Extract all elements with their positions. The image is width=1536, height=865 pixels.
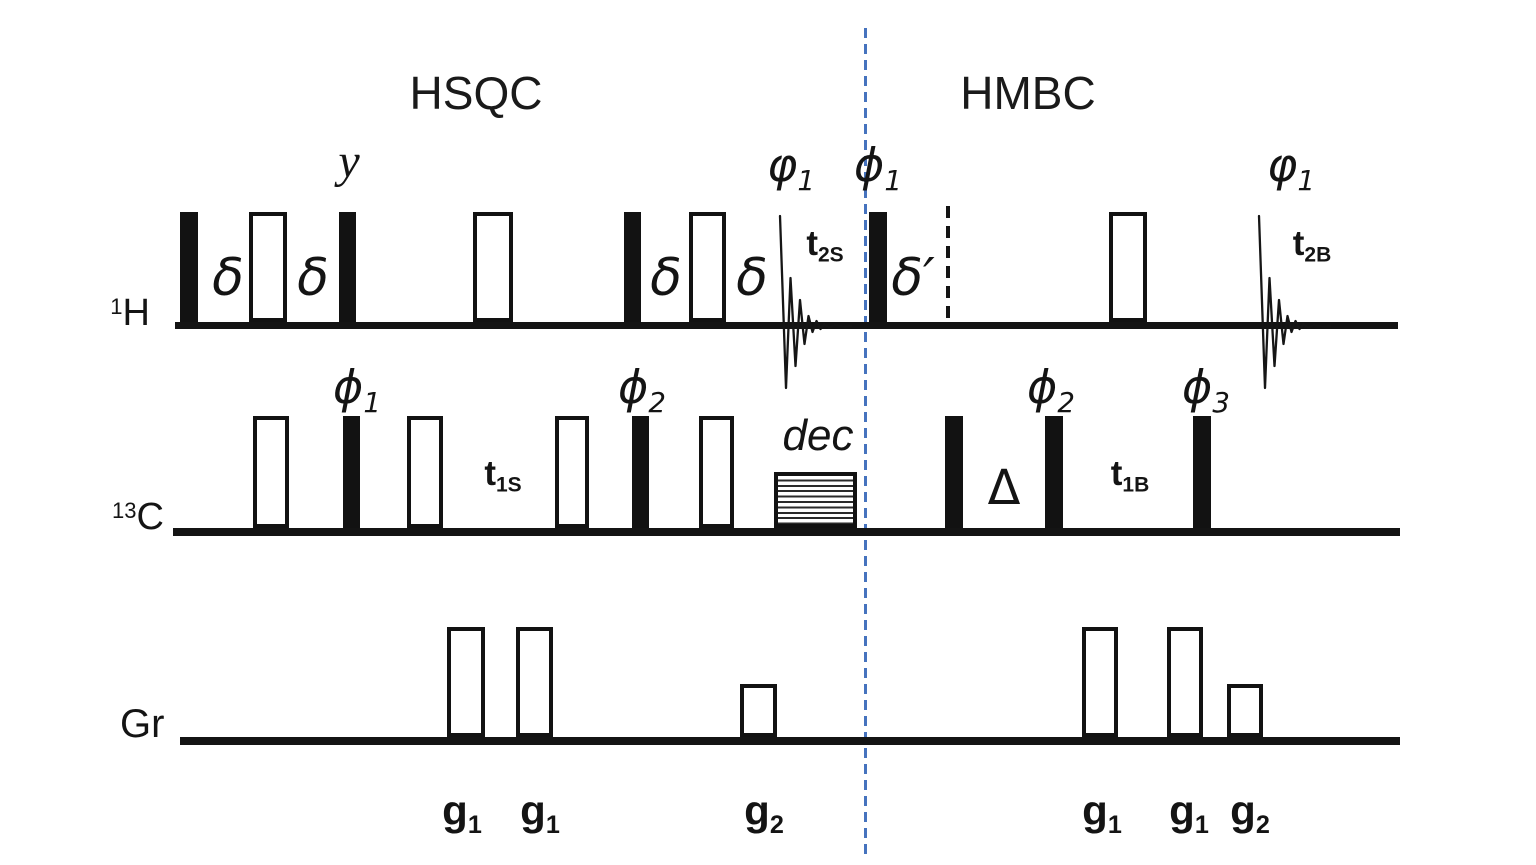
y-phase-label: y bbox=[338, 135, 360, 188]
phi-symbol: ϕ bbox=[854, 138, 885, 192]
phase-label-phi1-c13: ϕ1 bbox=[333, 364, 381, 416]
g-symbol: g bbox=[1230, 787, 1256, 834]
phase-label-phi2-c13: ϕ2 bbox=[618, 364, 666, 416]
c13-90-pulse-hmbc-1 bbox=[945, 416, 963, 528]
dec-label: dec bbox=[782, 411, 854, 460]
fid-signal-hsqc bbox=[778, 214, 853, 390]
h1-90-pulse-y bbox=[339, 212, 356, 322]
c13-90-pulse-hmbc-phi3 bbox=[1193, 416, 1211, 528]
phi-symbol: ϕ bbox=[1027, 360, 1058, 414]
phi-subscript: 2 bbox=[1057, 385, 1075, 419]
h1-90-pulse-hmbc bbox=[869, 212, 887, 322]
h1-timeline bbox=[175, 322, 1398, 329]
decoupling-box bbox=[774, 472, 857, 528]
delta-delay-label-2: δ bbox=[297, 248, 329, 308]
phi-subscript: 2 bbox=[648, 385, 666, 419]
c13-channel-label: 13C bbox=[60, 498, 164, 536]
g2-label-1: g2 bbox=[744, 790, 784, 838]
g-subscript: 2 bbox=[769, 811, 784, 840]
t2s-acquisition-label: t2S bbox=[806, 226, 843, 266]
gradient-pulse-g1-3 bbox=[1082, 627, 1118, 737]
phase-label-phi2-hmbc: ϕ2 bbox=[1027, 364, 1075, 416]
g1-label-3: g1 bbox=[1082, 790, 1122, 838]
h1-180-pulse-2 bbox=[473, 212, 513, 322]
varphi-symbol: φ bbox=[767, 138, 798, 192]
hsqc-title: HSQC bbox=[409, 67, 543, 119]
t-symbol: t bbox=[1110, 454, 1123, 493]
g-subscript: 2 bbox=[1255, 811, 1270, 840]
g-symbol: g bbox=[1169, 787, 1195, 834]
g1-label-1: g1 bbox=[442, 790, 482, 838]
g2-label-2: g2 bbox=[1230, 790, 1270, 838]
c13-90-pulse-phi1 bbox=[343, 416, 360, 528]
phase-label-phi3-hmbc: ϕ3 bbox=[1182, 364, 1230, 416]
g1-label-2: g1 bbox=[520, 790, 560, 838]
h1-superscript: 1 bbox=[110, 293, 123, 319]
delta-delay-label-1: δ bbox=[212, 248, 244, 308]
g-symbol: g bbox=[1082, 787, 1108, 834]
g1-label-4: g1 bbox=[1169, 790, 1209, 838]
t-symbol: t bbox=[1292, 224, 1305, 263]
delta-delay-label-4: δ bbox=[736, 248, 768, 308]
h1-letter: H bbox=[122, 292, 150, 334]
varphi-subscript: 1 bbox=[1297, 163, 1315, 197]
t-subscript: 1B bbox=[1122, 473, 1150, 497]
t2b-acquisition-label: t2B bbox=[1293, 226, 1332, 266]
varphi-symbol: φ bbox=[1267, 138, 1298, 192]
h1-90-pulse-2 bbox=[624, 212, 641, 322]
t-subscript: 2B bbox=[1304, 243, 1332, 267]
h1-180-pulse-1 bbox=[249, 212, 287, 322]
phase-label-phi1-h1: ϕ1 bbox=[854, 142, 902, 194]
t1s-evolution-label: t1S bbox=[484, 456, 521, 496]
h1-180-pulse-3 bbox=[689, 212, 726, 322]
big-delta-delay-label: Δ bbox=[987, 460, 1021, 516]
t-subscript: 1S bbox=[495, 473, 522, 497]
gradient-pulse-g2-1 bbox=[740, 684, 777, 737]
phi-subscript: 3 bbox=[1212, 385, 1230, 419]
gradient-pulse-g1-1 bbox=[447, 627, 485, 737]
delta-prime-delay-label: δ′ bbox=[891, 248, 935, 308]
phase-label-varphi1-hsqc: φ1 bbox=[767, 142, 815, 194]
phi-symbol: ϕ bbox=[618, 360, 649, 414]
g-subscript: 1 bbox=[545, 811, 560, 840]
g-symbol: g bbox=[744, 787, 770, 834]
h1-90-pulse-1 bbox=[180, 212, 198, 322]
h1-channel-label: 1H bbox=[60, 294, 150, 332]
g-symbol: g bbox=[442, 787, 468, 834]
c13-timeline bbox=[173, 528, 1400, 536]
delta-delay-label-3: δ bbox=[650, 248, 682, 308]
gr-channel-label: Gr bbox=[120, 702, 165, 746]
c13-180-pulse-1 bbox=[253, 416, 289, 528]
varphi-subscript: 1 bbox=[797, 163, 815, 197]
c13-letter: C bbox=[136, 496, 164, 538]
g-symbol: g bbox=[520, 787, 546, 834]
phi-subscript: 1 bbox=[884, 163, 902, 197]
gr-timeline bbox=[180, 737, 1400, 745]
t-symbol: t bbox=[484, 454, 496, 493]
t-subscript: 2S bbox=[817, 243, 844, 267]
t-symbol: t bbox=[806, 224, 818, 263]
c13-180-pulse-2 bbox=[407, 416, 443, 528]
g-subscript: 1 bbox=[1194, 811, 1209, 840]
gradient-pulse-g1-4 bbox=[1167, 627, 1203, 737]
hmbc-title: HMBC bbox=[960, 67, 1096, 119]
c13-90-pulse-phi2 bbox=[632, 416, 649, 528]
gradient-pulse-g2-2 bbox=[1227, 684, 1263, 737]
phi-symbol: ϕ bbox=[1182, 360, 1213, 414]
t1b-evolution-label: t1B bbox=[1111, 456, 1150, 496]
delay-boundary-dashed-line bbox=[946, 206, 950, 323]
g-subscript: 1 bbox=[1107, 811, 1122, 840]
c13-superscript: 13 bbox=[112, 497, 137, 523]
fid-signal-hmbc bbox=[1257, 214, 1332, 390]
c13-180-pulse-3 bbox=[555, 416, 589, 528]
g-subscript: 1 bbox=[467, 811, 482, 840]
phi-symbol: ϕ bbox=[333, 360, 364, 414]
phi-subscript: 1 bbox=[363, 385, 381, 419]
h1-180-pulse-hmbc bbox=[1109, 212, 1147, 322]
gradient-pulse-g1-2 bbox=[516, 627, 553, 737]
c13-180-pulse-4 bbox=[699, 416, 734, 528]
c13-90-pulse-hmbc-phi2 bbox=[1045, 416, 1063, 528]
phase-label-varphi1-hmbc: φ1 bbox=[1267, 142, 1315, 194]
hsqc-hmbc-divider-line bbox=[864, 28, 867, 856]
